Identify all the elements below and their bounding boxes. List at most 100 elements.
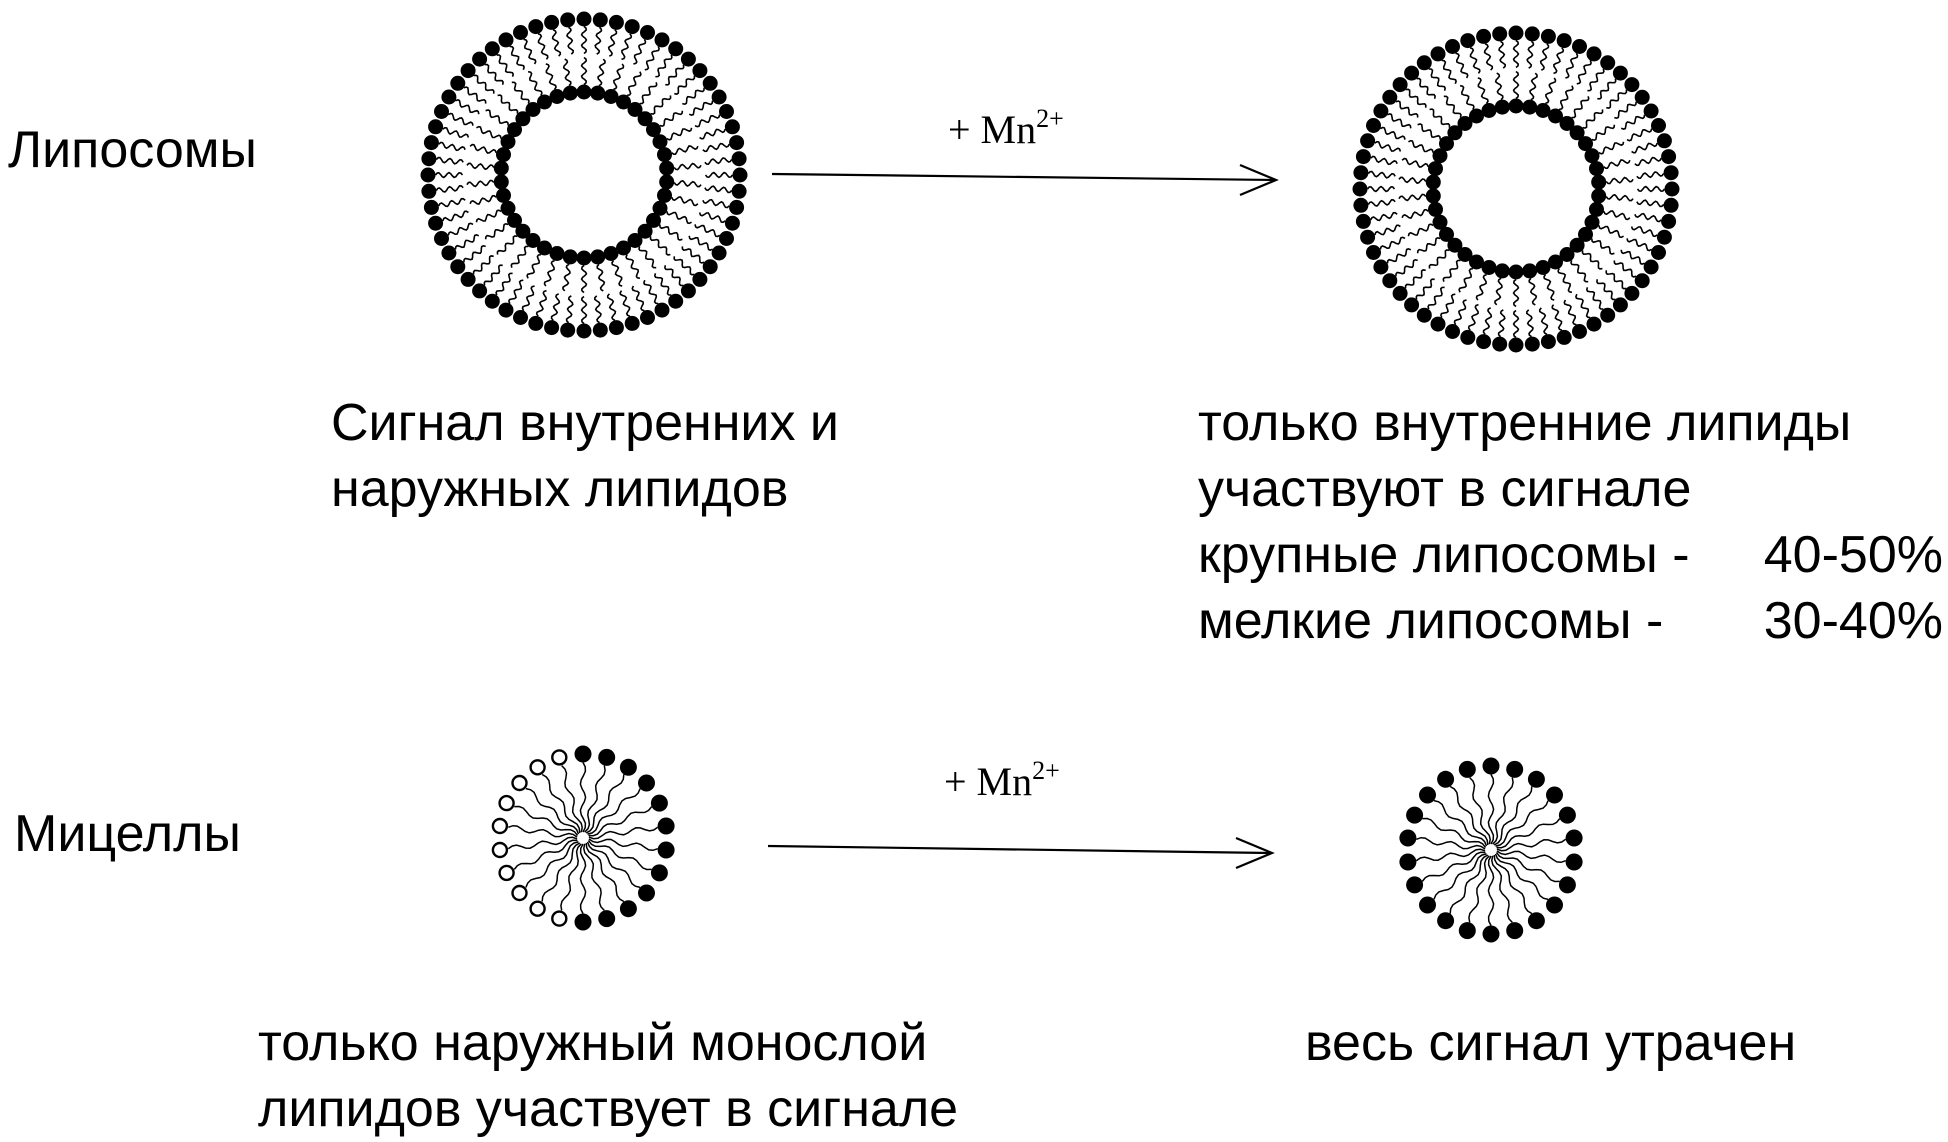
lipid-head	[1366, 245, 1381, 260]
lipid-tail	[483, 264, 503, 286]
lipid-head	[1656, 133, 1672, 149]
lipid-tail	[495, 272, 513, 296]
caption-line: Сигнал внутренних и	[331, 394, 839, 452]
lipid-tail	[1407, 223, 1434, 237]
lipid-head	[1508, 264, 1524, 280]
lipid-head	[513, 25, 528, 40]
lipid-tail	[455, 99, 480, 115]
lipid-head-quenched	[529, 759, 546, 776]
lipid-head	[1445, 324, 1460, 339]
lipid-head	[500, 134, 516, 150]
lipid-tail	[1415, 278, 1435, 300]
lipid-head	[1492, 26, 1508, 42]
lipid-head	[1494, 99, 1510, 115]
lipid-head	[1425, 174, 1441, 190]
lipid-head	[549, 89, 565, 104]
lipid-tail	[1469, 777, 1491, 845]
lipid-tail	[1496, 850, 1566, 864]
lipid-tail	[1512, 39, 1520, 69]
lipid-head	[1399, 829, 1417, 847]
lipid-tail	[550, 293, 561, 321]
lipid-tail	[1557, 268, 1573, 294]
lipid-tail	[514, 805, 579, 836]
lipid-head	[598, 748, 616, 766]
lipid-head	[1508, 25, 1524, 41]
lipid-tail	[1416, 236, 1441, 254]
lipid-tail	[1553, 47, 1565, 75]
lipid-tail	[580, 56, 588, 86]
lipid-head	[719, 231, 734, 246]
lipid-head	[1664, 181, 1680, 197]
lipid-head	[652, 134, 668, 150]
lipid-tail	[650, 95, 672, 115]
lipid-tail	[585, 842, 625, 903]
lipid-head	[1584, 214, 1600, 230]
lipid-tail	[1494, 853, 1549, 901]
lipid-head	[460, 63, 476, 79]
row-label-micelles: Мицеллы	[14, 805, 241, 863]
lipid-head	[1492, 336, 1508, 352]
lipid-head	[692, 271, 708, 287]
lipid-head	[544, 320, 560, 336]
lipid-tail	[463, 244, 486, 263]
lipid-tail	[434, 171, 464, 179]
lipid-head	[1439, 226, 1454, 242]
lipid-tail	[1374, 224, 1401, 236]
caption-line: только наружный монослой	[258, 1014, 928, 1072]
lipid-tail	[1614, 101, 1637, 120]
lipid-head	[1399, 853, 1417, 871]
lipid-tail	[1582, 109, 1604, 129]
lipid-tail	[1636, 199, 1665, 208]
lipid-tail	[1591, 124, 1616, 142]
lipid-head	[498, 302, 514, 318]
lipid-tail	[1496, 838, 1567, 852]
lipid-tail	[588, 838, 658, 852]
lipid-head	[1586, 316, 1602, 332]
lipid-tail	[626, 71, 642, 97]
lipid-tail	[584, 765, 606, 833]
micelle-before-mn	[491, 745, 675, 931]
lipid-head	[1612, 297, 1628, 313]
lipid-head	[1546, 896, 1563, 914]
lipid-tail	[586, 841, 641, 889]
lipid-tail	[649, 236, 671, 256]
lipid-head	[650, 794, 668, 812]
lipid-tail	[1581, 250, 1603, 270]
lipid-tail	[1427, 286, 1445, 310]
lipid-head	[421, 183, 437, 199]
lipid-tail	[484, 222, 509, 240]
lipid-head	[654, 302, 670, 318]
lipid-tail	[1636, 185, 1666, 193]
lipid-head	[434, 231, 449, 246]
lipid-head	[484, 293, 500, 309]
lipid-head	[496, 187, 511, 203]
lipid-head	[1506, 760, 1524, 778]
lipid-tail	[1494, 72, 1504, 101]
lipid-head	[576, 250, 592, 266]
lipid-head	[637, 223, 653, 239]
lipid-tail	[1379, 236, 1406, 250]
lipid-head	[646, 122, 661, 138]
lipid-head	[1527, 912, 1545, 930]
lipid-tail	[1605, 270, 1627, 290]
lipid-tail	[1443, 95, 1462, 118]
lipid-tail	[1543, 274, 1555, 301]
lipid-head	[1569, 237, 1585, 253]
lipid-tail	[565, 295, 574, 324]
lipid-tail	[1585, 287, 1604, 310]
lipid-head	[1508, 337, 1524, 353]
lipid-tail	[579, 762, 587, 833]
lipid-tail	[566, 26, 575, 55]
lipid-head	[423, 199, 439, 215]
lipid-tail	[1405, 88, 1427, 108]
lipid-tail	[469, 194, 497, 205]
lipid-tail	[1374, 140, 1402, 152]
lipid-head	[624, 19, 640, 35]
lipid-tail	[704, 185, 733, 194]
lipid-tail	[1395, 100, 1419, 118]
lipid-tail	[447, 222, 474, 236]
lipid-head-quenched	[491, 841, 509, 859]
lipid-tail	[1487, 855, 1495, 926]
lipid-head	[702, 259, 718, 275]
lipid-head	[493, 160, 509, 176]
